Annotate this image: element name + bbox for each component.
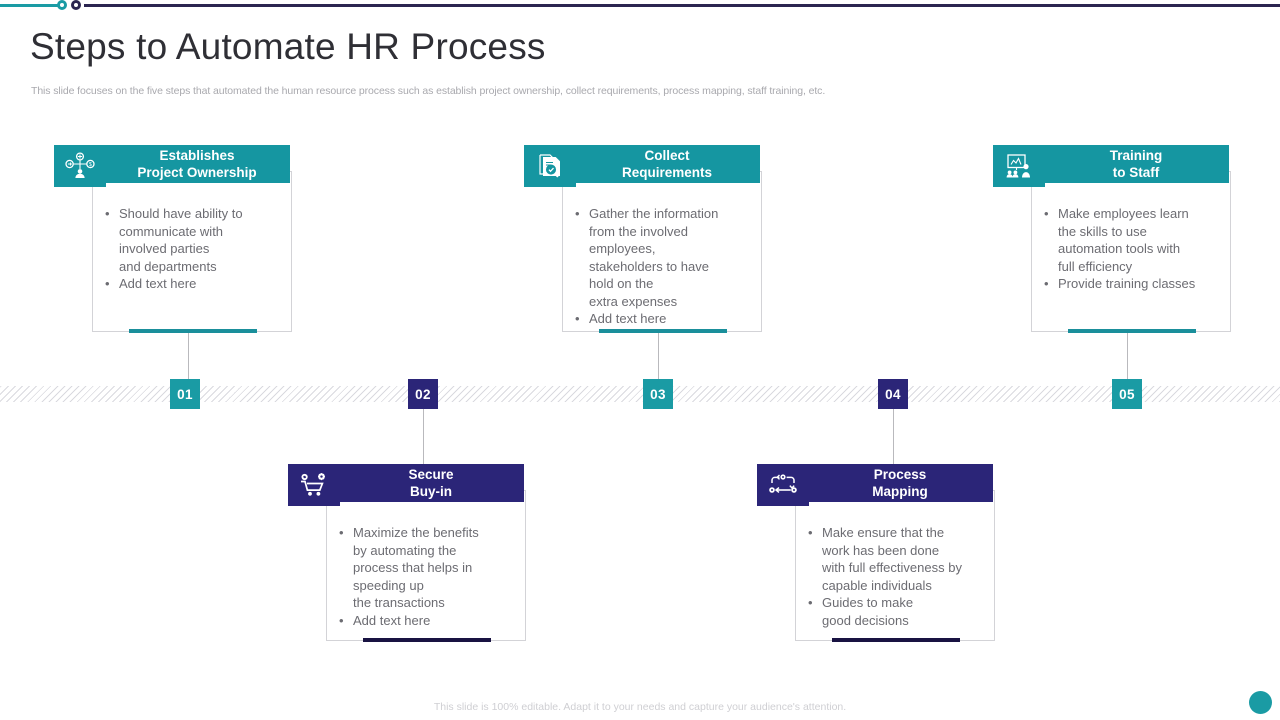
connector-step-05 bbox=[1127, 328, 1128, 390]
connector-step-01 bbox=[188, 328, 189, 390]
list-item: Add text here bbox=[99, 275, 285, 293]
list-item: Gather the information from the involved… bbox=[569, 205, 755, 310]
list-item: Provide training classes bbox=[1038, 275, 1224, 293]
list-item: Add text here bbox=[569, 310, 755, 328]
step-card-02-bullets: Maximize the benefits by automating the … bbox=[333, 524, 519, 629]
footer-note: This slide is 100% editable. Adapt it to… bbox=[433, 701, 847, 713]
step-card-03-title-line2: Requirements bbox=[621, 165, 713, 180]
step-badge-04[interactable]: 04 bbox=[878, 379, 908, 409]
step-card-03-title-line1: Collect bbox=[644, 148, 690, 163]
list-item: Make employees learn the skills to use a… bbox=[1038, 205, 1224, 275]
list-item: Add text here bbox=[333, 612, 519, 630]
rule-navy-dot-icon bbox=[71, 0, 81, 10]
step-card-04-accent bbox=[832, 638, 960, 642]
connector-step-03 bbox=[658, 328, 659, 390]
corner-accent-dot-icon bbox=[1249, 691, 1272, 714]
step-card-05-title-line1: Training bbox=[1109, 148, 1163, 163]
step-badge-03[interactable]: 03 bbox=[643, 379, 673, 409]
step-card-03-bullets: Gather the information from the involved… bbox=[569, 205, 755, 328]
step-card-04-title-line1: Process bbox=[873, 467, 927, 482]
flow-diagram-icon bbox=[757, 464, 809, 506]
step-card-04-body: Make ensure that the work has been done … bbox=[795, 490, 995, 642]
presentation-training-icon bbox=[993, 145, 1045, 187]
step-card-01-body: Should have ability to communicate with … bbox=[92, 171, 292, 333]
step-badge-02-number: 02 bbox=[415, 386, 431, 402]
connector-step-04 bbox=[893, 398, 894, 464]
shopping-cart-icon bbox=[288, 464, 340, 506]
step-card-01-title-line1: Establishes bbox=[159, 148, 235, 163]
step-card-04-bullets: Make ensure that the work has been done … bbox=[802, 524, 988, 629]
step-card-04-header[interactable]: Process Mapping bbox=[807, 464, 993, 502]
step-card-03-header[interactable]: Collect Requirements bbox=[574, 145, 760, 183]
step-card-02-title-line1: Secure bbox=[408, 467, 454, 482]
step-card-01-bullets: Should have ability to communicate with … bbox=[99, 205, 285, 293]
list-item: Should have ability to communicate with … bbox=[99, 205, 285, 275]
step-card-05-bullets: Make employees learn the skills to use a… bbox=[1038, 205, 1224, 293]
step-card-05-title-line2: to Staff bbox=[1112, 165, 1160, 180]
org-network-icon: $ bbox=[54, 145, 106, 187]
step-card-03-body: Gather the information from the involved… bbox=[562, 171, 762, 333]
step-badge-01[interactable]: 01 bbox=[170, 379, 200, 409]
step-card-01-header[interactable]: Establishes Project Ownership bbox=[104, 145, 290, 183]
step-card-05-header[interactable]: Training to Staff bbox=[1043, 145, 1229, 183]
step-card-05-accent bbox=[1068, 329, 1196, 333]
list-item: Make ensure that the work has been done … bbox=[802, 524, 988, 594]
document-search-icon bbox=[524, 145, 576, 187]
step-card-01-title-line2: Project Ownership bbox=[137, 165, 257, 180]
top-decorative-rule bbox=[0, 0, 1280, 12]
step-card-03-accent bbox=[599, 329, 727, 333]
step-badge-03-number: 03 bbox=[650, 386, 666, 402]
page-title: Steps to Automate HR Process bbox=[30, 26, 546, 67]
step-badge-05[interactable]: 05 bbox=[1112, 379, 1142, 409]
svg-text:$: $ bbox=[89, 162, 92, 168]
timeline-band bbox=[0, 386, 1280, 402]
step-card-02-body: Maximize the benefits by automating the … bbox=[326, 490, 526, 642]
step-card-02-header[interactable]: Secure Buy-in bbox=[338, 464, 524, 502]
rule-teal-segment bbox=[0, 4, 58, 7]
step-badge-01-number: 01 bbox=[177, 386, 193, 402]
step-badge-05-number: 05 bbox=[1119, 386, 1135, 402]
list-item: Maximize the benefits by automating the … bbox=[333, 524, 519, 612]
rule-teal-dot-icon bbox=[57, 0, 67, 10]
list-item: Guides to make good decisions bbox=[802, 594, 988, 629]
step-card-01-accent bbox=[129, 329, 257, 333]
page-subtitle: This slide focuses on the five steps tha… bbox=[31, 85, 826, 97]
step-card-02-title-line2: Buy-in bbox=[410, 484, 452, 499]
step-card-02-accent bbox=[363, 638, 491, 642]
step-card-04-title-line2: Mapping bbox=[872, 484, 928, 499]
step-card-05-body: Make employees learn the skills to use a… bbox=[1031, 171, 1231, 333]
step-badge-02[interactable]: 02 bbox=[408, 379, 438, 409]
step-badge-04-number: 04 bbox=[885, 386, 901, 402]
connector-step-02 bbox=[423, 398, 424, 464]
rule-navy-segment bbox=[84, 4, 1280, 7]
